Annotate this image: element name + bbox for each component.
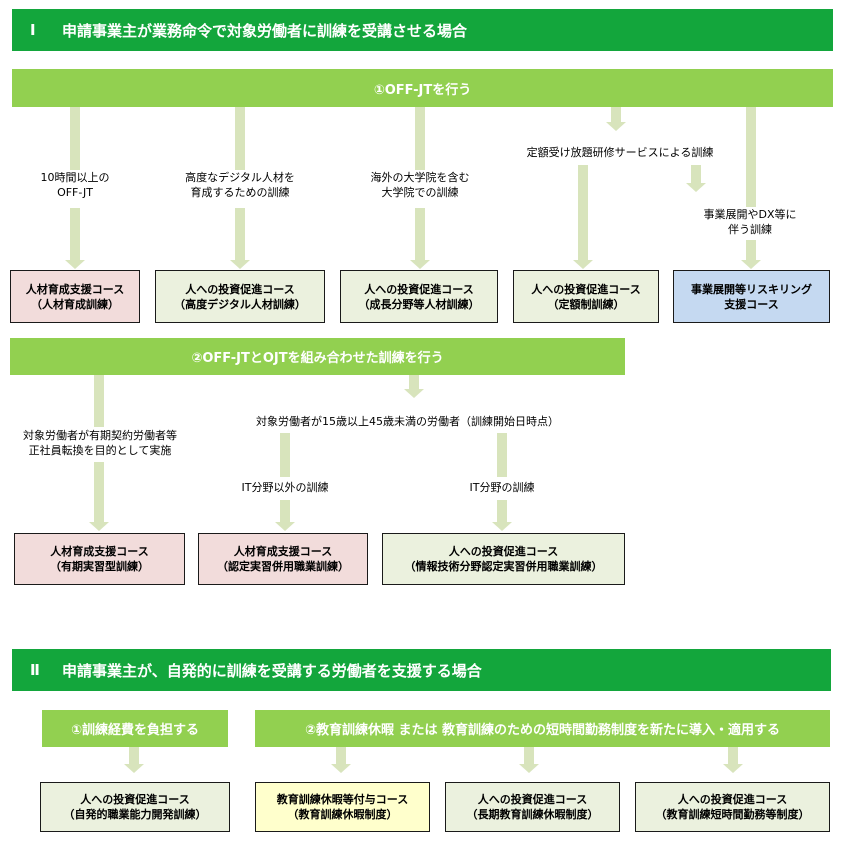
connector-c2 bbox=[415, 208, 425, 260]
connector-2a bbox=[94, 375, 104, 427]
arrow-2c bbox=[492, 522, 512, 531]
connector-e2 bbox=[746, 240, 756, 260]
course-box-choki-kyuka: 人への投資促進コース （長期教育訓練休暇制度） bbox=[445, 782, 620, 832]
label-non-it: IT分野以外の訓練 bbox=[225, 480, 345, 495]
connector-s2c bbox=[524, 747, 534, 764]
off-jt-bar: ①OFF-JTを行う bbox=[12, 69, 833, 107]
label-digital: 高度なデジタル人材を 育成するための訓練 bbox=[165, 170, 315, 200]
label-age: 対象労働者が15歳以上45歳未満の労働者（訓練開始日時点） bbox=[225, 414, 590, 429]
course-box-digital: 人への投資促進コース （高度デジタル人材訓練） bbox=[155, 270, 325, 323]
arrow-b bbox=[230, 260, 250, 269]
label-yuuki: 対象労働者が有期契約労働者等 正社員転換を目的として実施 bbox=[10, 428, 190, 458]
connector-2c bbox=[497, 433, 507, 477]
section-1-header: Ⅰ 申請事業主が業務命令で対象労働者に訓練を受講させる場合 bbox=[12, 9, 833, 51]
section-2-header: Ⅱ 申請事業主が、自発的に訓練を受講する労働者を支援する場合 bbox=[12, 649, 831, 691]
connector-e bbox=[746, 107, 756, 207]
connector-2b bbox=[280, 433, 290, 477]
label-dx: 事業展開やDX等に 伴う訓練 bbox=[685, 207, 815, 237]
arrow-2b bbox=[275, 522, 295, 531]
connector-d3 bbox=[691, 165, 701, 183]
arrow-s2a bbox=[124, 764, 144, 773]
arrow-2bc bbox=[404, 389, 424, 398]
connector-a bbox=[70, 107, 80, 170]
course-box-growth: 人への投資促進コース （成長分野等人材訓練） bbox=[340, 270, 498, 323]
connector-s2b bbox=[336, 747, 346, 764]
course-box-yuuki: 人材育成支援コース （有期実習型訓練） bbox=[14, 533, 185, 585]
arrow-s2d bbox=[723, 764, 743, 773]
connector-s2d bbox=[728, 747, 738, 764]
connector-a2 bbox=[70, 208, 80, 260]
arrow-a bbox=[65, 260, 85, 269]
course-box-jinzai-ikusei: 人材育成支援コース （人材育成訓練） bbox=[10, 270, 140, 323]
connector-d2 bbox=[578, 165, 588, 260]
arrow-2a bbox=[89, 522, 109, 531]
off-jt-ojt-bar: ②OFF-JTとOJTを組み合わせた訓練を行う bbox=[10, 338, 625, 375]
connector-2c2 bbox=[497, 500, 507, 522]
connector-d bbox=[611, 107, 621, 122]
course-box-it-nintei: 人への投資促進コース （情報技術分野認定実習併用職業訓練） bbox=[382, 533, 625, 585]
connector-b2 bbox=[235, 208, 245, 260]
connector-2b2 bbox=[280, 500, 290, 522]
connector-s2a bbox=[129, 747, 139, 764]
section-1-title: 申請事業主が業務命令で対象労働者に訓練を受講させる場合 bbox=[62, 21, 468, 40]
label-subscription: 定額受け放題研修サービスによる訓練 bbox=[505, 145, 735, 160]
label-it: IT分野の訓練 bbox=[457, 480, 547, 495]
course-box-teigaku: 人への投資促進コース （定額制訓練） bbox=[513, 270, 659, 323]
course-box-jihatsu: 人への投資促進コース （自発的職業能力開発訓練） bbox=[40, 782, 230, 832]
connector-c bbox=[415, 107, 425, 170]
arrow-d-right bbox=[686, 183, 706, 192]
label-graduate: 海外の大学院を含む 大学院での訓練 bbox=[350, 170, 490, 200]
section-2-title: 申請事業主が、自発的に訓練を受講する労働者を支援する場合 bbox=[62, 661, 482, 680]
arrow-d-top bbox=[606, 122, 626, 131]
arrow-d bbox=[573, 260, 593, 269]
leave-system-bar: ②教育訓練休暇 または 教育訓練のための短時間勤務制度を新たに導入・適用する bbox=[255, 710, 830, 747]
arrow-s2c bbox=[519, 764, 539, 773]
arrow-e bbox=[741, 260, 761, 269]
arrow-c bbox=[410, 260, 430, 269]
arrow-s2b bbox=[331, 764, 351, 773]
label-10h-off-jt: 10時間以上の OFF-JT bbox=[25, 170, 125, 200]
connector-2bc bbox=[409, 375, 419, 389]
course-box-tanjikan: 人への投資促進コース （教育訓練短時間勤務等制度） bbox=[635, 782, 830, 832]
course-box-kyuka-fuyo: 教育訓練休暇等付与コース （教育訓練休暇制度） bbox=[255, 782, 430, 832]
connector-b bbox=[235, 107, 245, 170]
course-box-nintei: 人材育成支援コース （認定実習併用職業訓練） bbox=[198, 533, 368, 585]
section-2-number: Ⅱ bbox=[30, 661, 40, 679]
section-1-number: Ⅰ bbox=[30, 21, 36, 39]
expense-bar: ①訓練経費を負担する bbox=[42, 710, 228, 747]
course-box-reskilling: 事業展開等リスキリング 支援コース bbox=[673, 270, 830, 323]
connector-2a2 bbox=[94, 462, 104, 522]
